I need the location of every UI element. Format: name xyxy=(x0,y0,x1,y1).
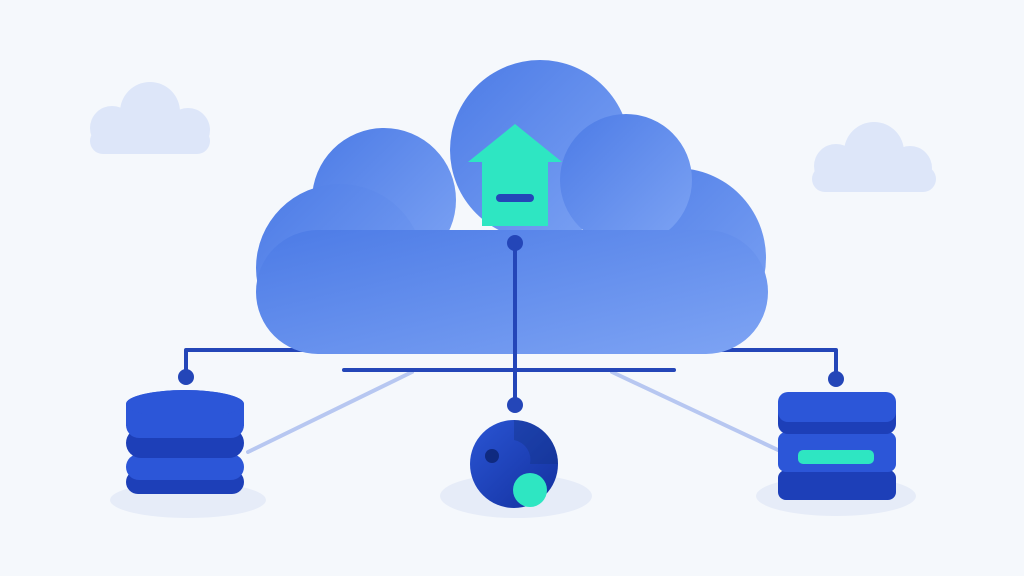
connector-left xyxy=(184,348,322,378)
house-upload-icon xyxy=(468,124,562,226)
bg-cloud-left-icon xyxy=(90,82,210,154)
connector-dot-left xyxy=(178,369,194,385)
bg-cloud-right-icon xyxy=(812,122,936,192)
connector-dot-right xyxy=(828,371,844,387)
connector-right xyxy=(698,348,838,382)
connector-dot-top xyxy=(507,235,523,251)
globe-icon xyxy=(440,420,592,518)
beam-left xyxy=(246,370,414,454)
database-stack-icon xyxy=(110,390,266,518)
connector-dot-center xyxy=(507,397,523,413)
server-rack-icon xyxy=(756,392,916,516)
beam-right xyxy=(610,370,780,452)
